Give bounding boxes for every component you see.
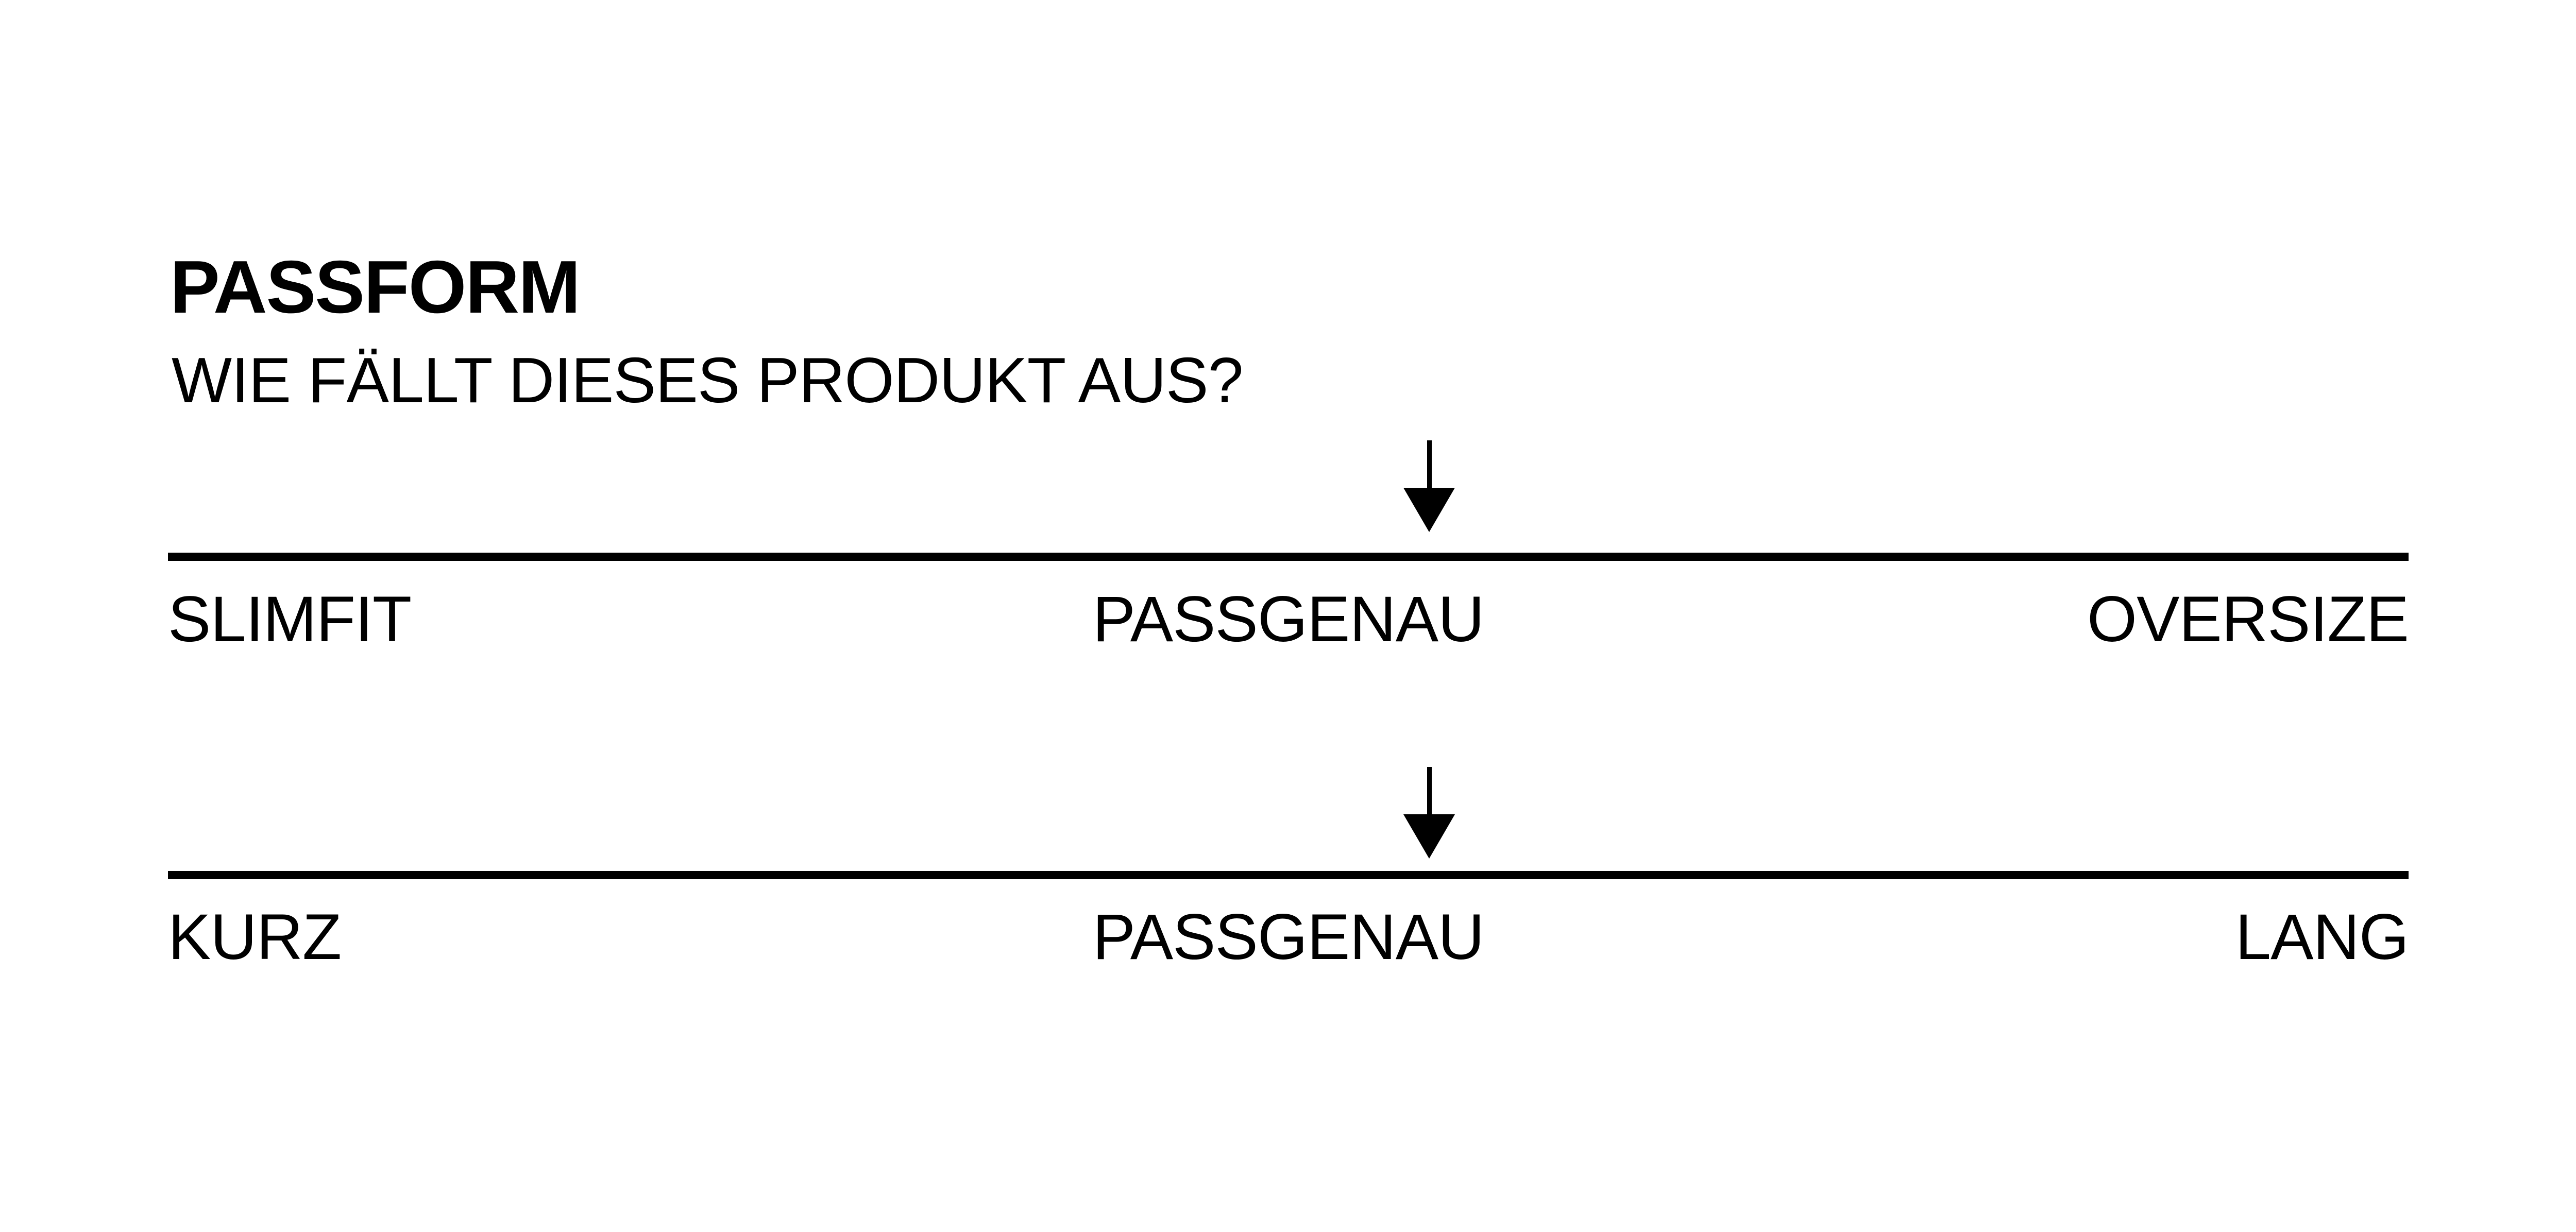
- arrow-head: [1403, 488, 1455, 532]
- arrow-down-icon: [1403, 440, 1455, 532]
- scale-label-left: SLIMFIT: [168, 584, 412, 655]
- arrow-stem: [1427, 767, 1432, 814]
- arrow-stem: [1427, 440, 1432, 488]
- scale-labels: SLIMFIT PASSGENAU OVERSIZE: [168, 587, 2409, 654]
- arrow-down-icon: [1403, 767, 1455, 859]
- width-fit-scale: SLIMFIT PASSGENAU OVERSIZE: [168, 440, 2409, 729]
- scale-label-right: OVERSIZE: [2087, 584, 2409, 655]
- scale-label-center: PASSGENAU: [1092, 584, 1485, 655]
- scale-line: [168, 553, 2409, 561]
- scale-line: [168, 871, 2409, 879]
- arrow-head: [1403, 814, 1455, 859]
- scale-labels: KURZ PASSGENAU LANG: [168, 905, 2409, 972]
- scale-label-center: PASSGENAU: [1092, 901, 1485, 973]
- scale-label-left: KURZ: [168, 901, 342, 973]
- scale-label-right: LANG: [2235, 901, 2409, 973]
- page-subtitle: WIE FÄLLT DIESES PRODUKT AUS?: [172, 345, 1244, 416]
- length-fit-scale: KURZ PASSGENAU LANG: [168, 767, 2409, 1055]
- page-title: PASSFORM: [170, 245, 581, 329]
